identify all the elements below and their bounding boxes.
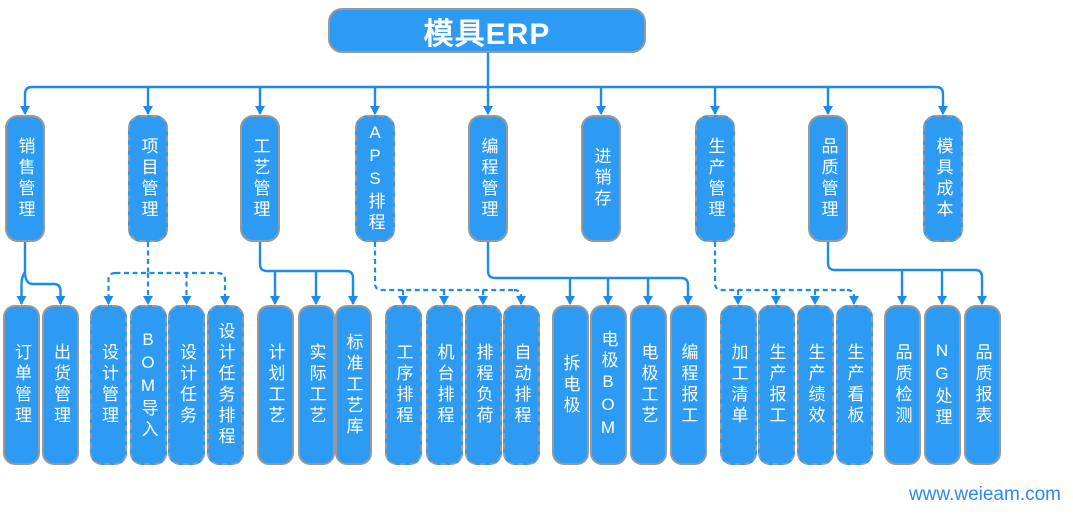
node-machine-scheduling: 机台排程 (425, 305, 463, 465)
node-quality-report: 品质报表 (963, 305, 1001, 465)
node-label: 电极BOM (598, 329, 618, 441)
node-label: 品质报表 (972, 343, 992, 427)
node-label: 机台排程 (434, 343, 454, 427)
node-sales-mgmt: 销售管理 (5, 115, 45, 242)
node-label: 编程报工 (678, 343, 698, 427)
node-scheduling-load: 排程负荷 (464, 305, 502, 465)
node-label: 拆电极 (560, 353, 580, 417)
node-label: 设计任务排程 (215, 322, 235, 448)
node-order-mgmt: 订单管理 (3, 305, 40, 465)
node-label: NG处理 (932, 341, 952, 429)
node-production-performance: 生产绩效 (796, 305, 834, 465)
node-label: 实际工艺 (306, 343, 326, 427)
node-label: 设计管理 (99, 343, 118, 427)
node-label: 加工清单 (728, 343, 748, 427)
watermark-link[interactable]: www.weieam.com (908, 484, 1061, 505)
node-label: 模具成本 (933, 136, 953, 221)
node-label: 工艺管理 (250, 136, 270, 221)
node-label: 生产看板 (844, 343, 864, 427)
node-label: 品质检测 (892, 343, 912, 427)
node-label: 生产绩效 (805, 343, 825, 427)
node-operation-scheduling: 工序排程 (384, 305, 422, 465)
node-project-mgmt: 项目管理 (128, 115, 168, 242)
node-label: 生产管理 (705, 136, 725, 221)
node-production-board: 生产看板 (835, 305, 873, 465)
node-quality-inspection: 品质检测 (883, 305, 921, 465)
node-label: 出货管理 (51, 343, 70, 427)
node-machining-list: 加工清单 (719, 305, 757, 465)
node-label: 设计任务 (177, 343, 196, 427)
node-ng-handling: NG处理 (923, 305, 961, 465)
node-label: 标准工艺库 (343, 332, 363, 438)
node-design-task: 设计任务 (168, 305, 205, 465)
node-label: 销售管理 (15, 136, 35, 221)
node-label: 生产报工 (766, 343, 786, 427)
node-label: APS排程 (365, 123, 385, 234)
node-electrode-process: 电极工艺 (629, 305, 667, 465)
node-shipment-mgmt: 出货管理 (42, 305, 79, 465)
node-label: 工序排程 (393, 343, 413, 427)
node-production-mgmt: 生产管理 (695, 115, 735, 242)
node-label: BOM导入 (138, 329, 158, 441)
node-label: 模具ERP (423, 17, 551, 51)
node-auto-scheduling: 自动排程 (502, 305, 540, 465)
node-label: 排程负荷 (473, 343, 493, 427)
node-label: 自动排程 (511, 343, 531, 427)
node-electrode-bom: 电极BOM (589, 305, 627, 465)
node-bom-import: BOM导入 (129, 305, 167, 465)
node-process-mgmt: 工艺管理 (240, 115, 280, 242)
node-label: 进销存 (591, 147, 611, 210)
node-inventory: 进销存 (581, 115, 621, 242)
node-design-task-scheduling: 设计任务排程 (206, 305, 244, 465)
node-label: 订单管理 (12, 343, 31, 427)
node-label: 编程管理 (478, 136, 498, 221)
node-label: 计划工艺 (265, 343, 285, 427)
node-production-report: 生产报工 (757, 305, 795, 465)
node-planned-process: 计划工艺 (256, 305, 294, 465)
node-electrode-split: 拆电极 (551, 305, 589, 465)
node-label: 品质管理 (818, 136, 838, 221)
node-mold-cost: 模具成本 (923, 115, 963, 242)
node-standard-process-lib: 标准工艺库 (334, 305, 372, 465)
node-actual-process: 实际工艺 (297, 305, 335, 465)
node-label: 项目管理 (138, 136, 158, 221)
node-design-mgmt: 设计管理 (90, 305, 127, 465)
node-programming-report: 编程报工 (669, 305, 707, 465)
node-programming-mgmt: 编程管理 (468, 115, 508, 242)
node-mold-erp: 模具ERP (328, 8, 646, 53)
node-aps-scheduling: APS排程 (355, 115, 395, 242)
node-label: 电极工艺 (638, 343, 658, 427)
node-quality-mgmt: 品质管理 (808, 115, 848, 242)
